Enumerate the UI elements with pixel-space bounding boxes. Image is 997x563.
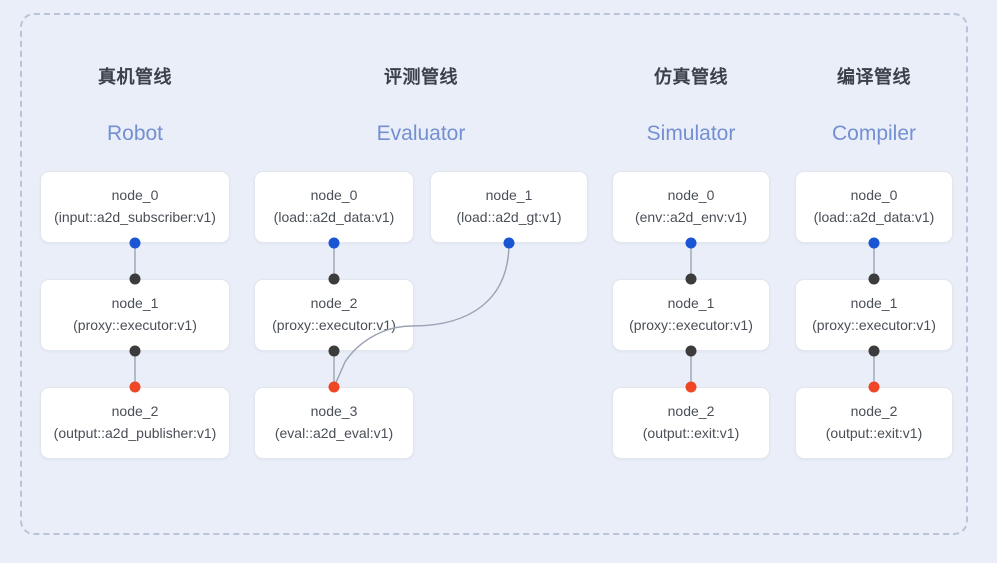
node-simulator-0[interactable]: node_0 (env::a2d_env:v1) bbox=[612, 171, 770, 243]
robot-io-port-1[interactable] bbox=[129, 273, 141, 285]
node-type: (output::exit:v1) bbox=[642, 425, 740, 441]
node-type: (eval::a2d_eval:v1) bbox=[274, 425, 394, 441]
node-type: (proxy::executor:v1) bbox=[629, 317, 753, 333]
evaluator-io-port-2[interactable] bbox=[328, 273, 340, 285]
node-evaluator-3[interactable]: node_3 (eval::a2d_eval:v1) bbox=[254, 387, 414, 459]
node-type: (output::exit:v1) bbox=[825, 425, 923, 441]
node-name: node_1 bbox=[111, 295, 159, 312]
node-robot-1[interactable]: node_1 (proxy::executor:v1) bbox=[40, 279, 230, 351]
column-subtitle-robot: Robot bbox=[106, 122, 164, 145]
simulator-input-port-0[interactable] bbox=[685, 237, 697, 249]
node-evaluator-1[interactable]: node_1 (load::a2d_gt:v1) bbox=[430, 171, 588, 243]
simulator-io-port-2[interactable] bbox=[685, 345, 697, 357]
pipeline-group-container bbox=[20, 13, 968, 535]
column-title-simulator: 仿真管线 bbox=[654, 67, 728, 87]
node-type: (load::a2d_data:v1) bbox=[813, 209, 935, 225]
node-name: node_0 bbox=[310, 187, 358, 204]
node-evaluator-2[interactable]: node_2 (proxy::executor:v1) bbox=[254, 279, 414, 351]
node-type: (proxy::executor:v1) bbox=[272, 317, 396, 333]
compiler-io-port-2[interactable] bbox=[868, 345, 880, 357]
node-robot-0[interactable]: node_0 (input::a2d_subscriber:v1) bbox=[40, 171, 230, 243]
node-name: node_3 bbox=[310, 403, 358, 420]
node-compiler-1[interactable]: node_1 (proxy::executor:v1) bbox=[795, 279, 953, 351]
evaluator-input-port-1[interactable] bbox=[503, 237, 515, 249]
node-name: node_1 bbox=[485, 187, 533, 204]
simulator-output-port-3[interactable] bbox=[685, 381, 697, 393]
node-name: node_2 bbox=[850, 403, 898, 420]
column-subtitle-compiler: Compiler bbox=[831, 122, 917, 145]
node-type: (load::a2d_data:v1) bbox=[273, 209, 395, 225]
node-name: node_2 bbox=[111, 403, 159, 420]
evaluator-input-port-0[interactable] bbox=[328, 237, 340, 249]
node-type: (proxy::executor:v1) bbox=[812, 317, 936, 333]
compiler-io-port-1[interactable] bbox=[868, 273, 880, 285]
node-name: node_0 bbox=[667, 187, 715, 204]
column-title-evaluator: 评测管线 bbox=[384, 67, 458, 87]
column-title-compiler: 编译管线 bbox=[837, 67, 911, 87]
robot-io-port-2[interactable] bbox=[129, 345, 141, 357]
node-evaluator-0[interactable]: node_0 (load::a2d_data:v1) bbox=[254, 171, 414, 243]
evaluator-output-port-4[interactable] bbox=[328, 381, 340, 393]
node-simulator-2[interactable]: node_2 (output::exit:v1) bbox=[612, 387, 770, 459]
node-name: node_0 bbox=[111, 187, 159, 204]
node-type: (env::a2d_env:v1) bbox=[634, 209, 748, 225]
column-subtitle-evaluator: Evaluator bbox=[376, 122, 466, 145]
node-simulator-1[interactable]: node_1 (proxy::executor:v1) bbox=[612, 279, 770, 351]
node-type: (load::a2d_gt:v1) bbox=[456, 209, 562, 225]
node-type: (output::a2d_publisher:v1) bbox=[53, 425, 217, 441]
simulator-io-port-1[interactable] bbox=[685, 273, 697, 285]
compiler-input-port-0[interactable] bbox=[868, 237, 880, 249]
column-title-robot: 真机管线 bbox=[98, 67, 172, 87]
node-robot-2[interactable]: node_2 (output::a2d_publisher:v1) bbox=[40, 387, 230, 459]
node-compiler-0[interactable]: node_0 (load::a2d_data:v1) bbox=[795, 171, 953, 243]
node-name: node_2 bbox=[667, 403, 715, 420]
evaluator-io-port-3[interactable] bbox=[328, 345, 340, 357]
node-compiler-2[interactable]: node_2 (output::exit:v1) bbox=[795, 387, 953, 459]
robot-output-port-3[interactable] bbox=[129, 381, 141, 393]
node-type: (proxy::executor:v1) bbox=[73, 317, 197, 333]
robot-input-port-0[interactable] bbox=[129, 237, 141, 249]
node-name: node_0 bbox=[850, 187, 898, 204]
node-name: node_1 bbox=[850, 295, 898, 312]
column-subtitle-simulator: Simulator bbox=[646, 122, 736, 145]
node-name: node_1 bbox=[667, 295, 715, 312]
compiler-output-port-3[interactable] bbox=[868, 381, 880, 393]
node-name: node_2 bbox=[310, 295, 358, 312]
node-type: (input::a2d_subscriber:v1) bbox=[54, 209, 216, 225]
